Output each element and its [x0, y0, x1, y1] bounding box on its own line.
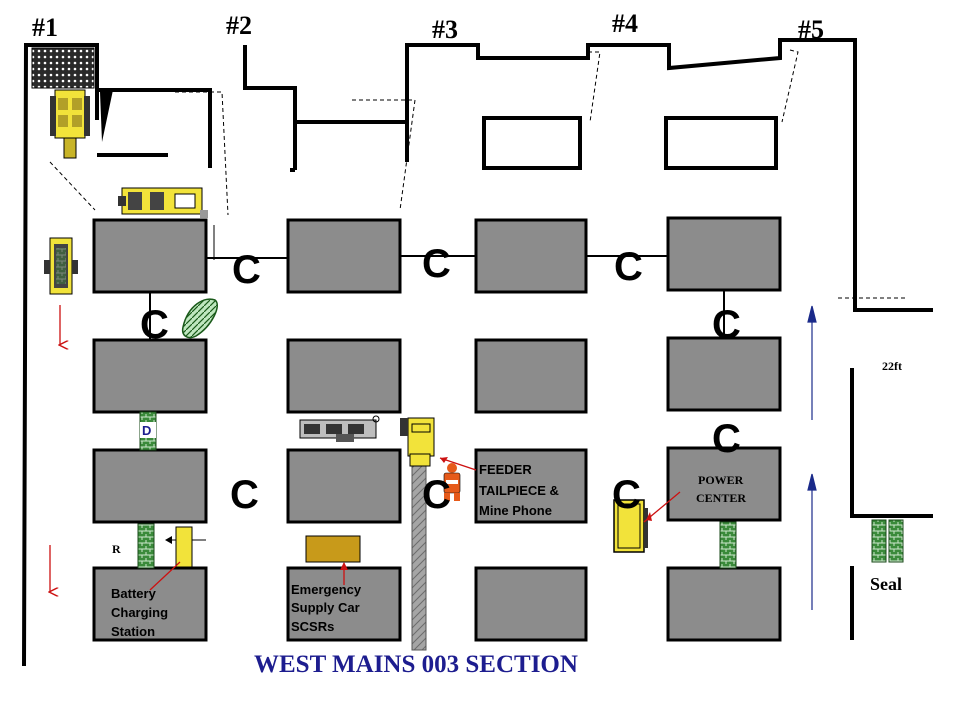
- rib-seg-a: [97, 88, 212, 168]
- face-dashes: [49, 49, 908, 299]
- seal-rib: [850, 368, 933, 518]
- seal-stopping: [871, 519, 887, 563]
- pillar: [92, 448, 208, 524]
- intake-airflow-arrows: [807, 305, 817, 610]
- battery-label-1: Battery: [111, 586, 157, 601]
- entry-label-4: #4: [612, 9, 638, 38]
- crosscut-marker: C: [612, 473, 641, 517]
- battery-pointer: [149, 561, 181, 591]
- power-center-label-1: POWER: [698, 473, 744, 487]
- crosscut-marker: C: [422, 473, 451, 517]
- crosscut-marker: C: [140, 303, 169, 347]
- crosscut-marker: C: [422, 242, 451, 286]
- emergency-label-1: Emergency: [291, 582, 362, 597]
- crosscut-marker: C: [230, 473, 259, 517]
- return-airflow-arrows: [50, 305, 60, 592]
- seal-stopping: [888, 519, 904, 563]
- pillar: [286, 218, 402, 294]
- outby-rib: [243, 38, 933, 312]
- crosscut-labels: C C C C C C C C C: [140, 242, 741, 517]
- crosscut-marker: C: [712, 417, 741, 461]
- stopping: [137, 523, 155, 569]
- spill-area: [181, 298, 218, 339]
- pillar: [92, 218, 208, 294]
- stopping: [719, 521, 737, 569]
- r-marker: R: [112, 542, 121, 556]
- miner-person: [443, 463, 461, 501]
- pillar: [474, 566, 588, 642]
- roof-bolter: [118, 187, 208, 218]
- emergency-label-2: Supply Car: [291, 600, 360, 615]
- d-marker: D: [142, 423, 151, 438]
- direction-marker-icon: [100, 90, 113, 142]
- pillar-grid: [92, 216, 782, 642]
- pillar: [92, 338, 208, 414]
- pillar: [666, 216, 782, 292]
- width-label: 22ft: [882, 359, 902, 373]
- feeder-pillar: [474, 448, 588, 524]
- power-center-unit: [613, 499, 648, 553]
- crosscut-marker: C: [712, 303, 741, 347]
- continuous-miner: [31, 47, 95, 159]
- emergency-supply-car: [305, 535, 361, 563]
- feeder-label-1: FEEDER: [479, 462, 532, 477]
- entry-1-rib: [22, 43, 99, 667]
- entry-label-3: #3: [432, 15, 458, 44]
- section-title: WEST MAINS 003 SECTION: [254, 651, 578, 678]
- crosscut-lines: [149, 255, 725, 340]
- feeder-label-2: TAILPIECE &: [479, 483, 559, 498]
- pillar: [474, 338, 588, 414]
- mine-ribs: [22, 38, 933, 667]
- pillar: [666, 336, 782, 412]
- crosscut-marker: C: [614, 245, 643, 289]
- shuttle-car: [44, 237, 78, 295]
- battery-charger: [165, 526, 206, 568]
- crosscut-marker: C: [232, 248, 261, 292]
- conveyor-belt: [411, 439, 427, 651]
- feeder-breaker: [400, 417, 435, 467]
- pillar: [666, 566, 782, 642]
- battery-station-pillar: [92, 566, 208, 642]
- emergency-label-3: SCSRs: [291, 619, 334, 634]
- face-block-3: [482, 116, 582, 170]
- pillar: [286, 448, 402, 524]
- entry-label-2: #2: [226, 11, 252, 40]
- scoop-tractor: [299, 415, 380, 442]
- pillar: [286, 338, 402, 414]
- pillar: [474, 218, 588, 294]
- seal-label: Seal: [870, 574, 902, 594]
- power-center-label-2: CENTER: [696, 491, 746, 505]
- entry-label-1: #1: [32, 13, 58, 42]
- power-center-pillar: [666, 446, 782, 522]
- battery-label-3: Station: [111, 624, 155, 639]
- face-block-4: [664, 116, 778, 170]
- entry-label-5: #5: [798, 15, 824, 44]
- battery-label-2: Charging: [111, 605, 168, 620]
- feeder-label-3: Mine Phone: [479, 503, 552, 518]
